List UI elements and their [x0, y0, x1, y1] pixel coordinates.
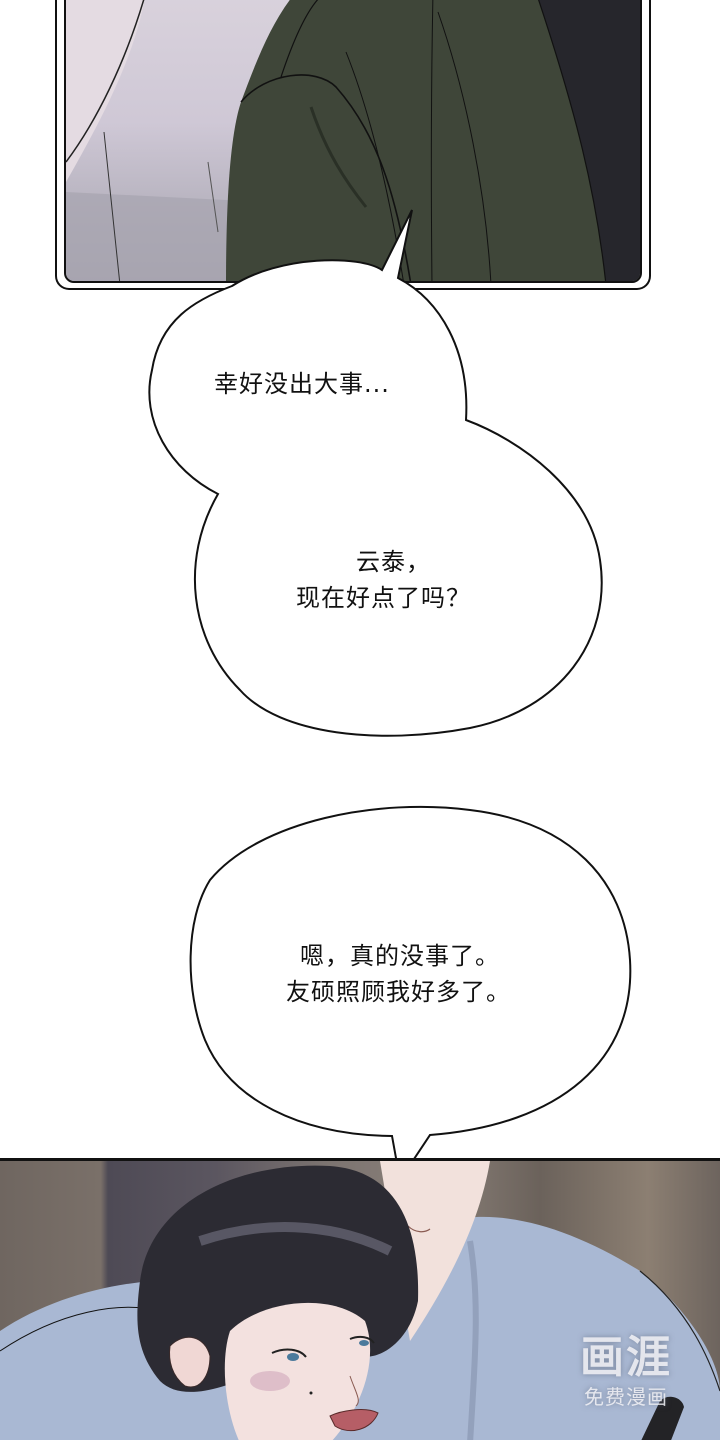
bubble-2-line-2: 现在好点了吗？ [296, 584, 471, 612]
top-comic-panel [64, 0, 642, 283]
top-panel-artwork [66, 0, 640, 281]
bubble-2-line-1: 云泰， [356, 548, 431, 576]
watermark: 画涯 免费漫画 [566, 1332, 686, 1410]
bubble-3-line-1: 嗯，真的没事了。 [300, 942, 500, 970]
bottom-comic-panel: 画涯 免费漫画 [0, 1158, 720, 1440]
watermark-subtitle: 免费漫画 [584, 1385, 668, 1409]
bubble-3-line-2: 友硕照顾我好多了。 [286, 978, 511, 1006]
bubble-1-line-1: 幸好没出大事... [214, 370, 390, 398]
watermark-title: 画涯 [580, 1332, 672, 1383]
bottom-panel-artwork [0, 1161, 720, 1440]
